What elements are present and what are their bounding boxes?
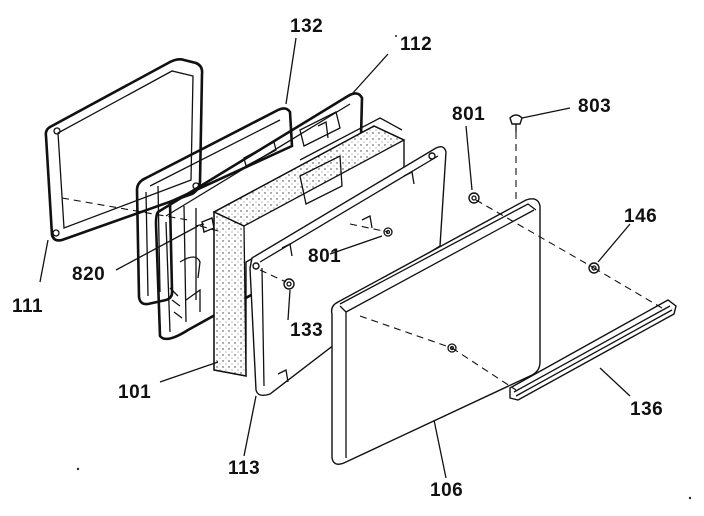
screw-icon <box>195 217 215 233</box>
label-136: 136 <box>630 399 663 420</box>
part-112-inner-panel <box>154 92 364 341</box>
part-labels: 132 112 801 803 146 820 801 111 133 101 … <box>12 16 663 501</box>
part-101-insulation <box>212 117 406 377</box>
label-111: 111 <box>12 296 43 317</box>
assembly-axes <box>61 132 663 391</box>
leader-lines <box>39 37 631 479</box>
screw-803 <box>509 114 523 132</box>
label-132: 132 <box>290 16 323 37</box>
bushing-icon <box>283 278 295 290</box>
part-111-gasket-frame <box>44 58 204 242</box>
label-146: 146 <box>624 206 657 227</box>
label-112: 112 <box>400 34 432 55</box>
label-820: 820 <box>72 264 105 285</box>
bushing-801-upper <box>468 192 480 204</box>
label-113: 113 <box>228 458 260 479</box>
specks <box>76 35 692 500</box>
part-113-door-liner <box>249 145 447 397</box>
label-106: 106 <box>430 480 463 501</box>
label-133: 133 <box>290 320 323 341</box>
part-132-glass-frame <box>135 107 294 306</box>
label-803: 803 <box>578 96 611 117</box>
label-801-lower: 801 <box>308 246 341 267</box>
part-136-trim-strip <box>509 299 677 401</box>
part-106-outer-door-panel <box>330 198 541 465</box>
label-801-upper: 801 <box>452 104 485 125</box>
label-101: 101 <box>118 382 151 403</box>
